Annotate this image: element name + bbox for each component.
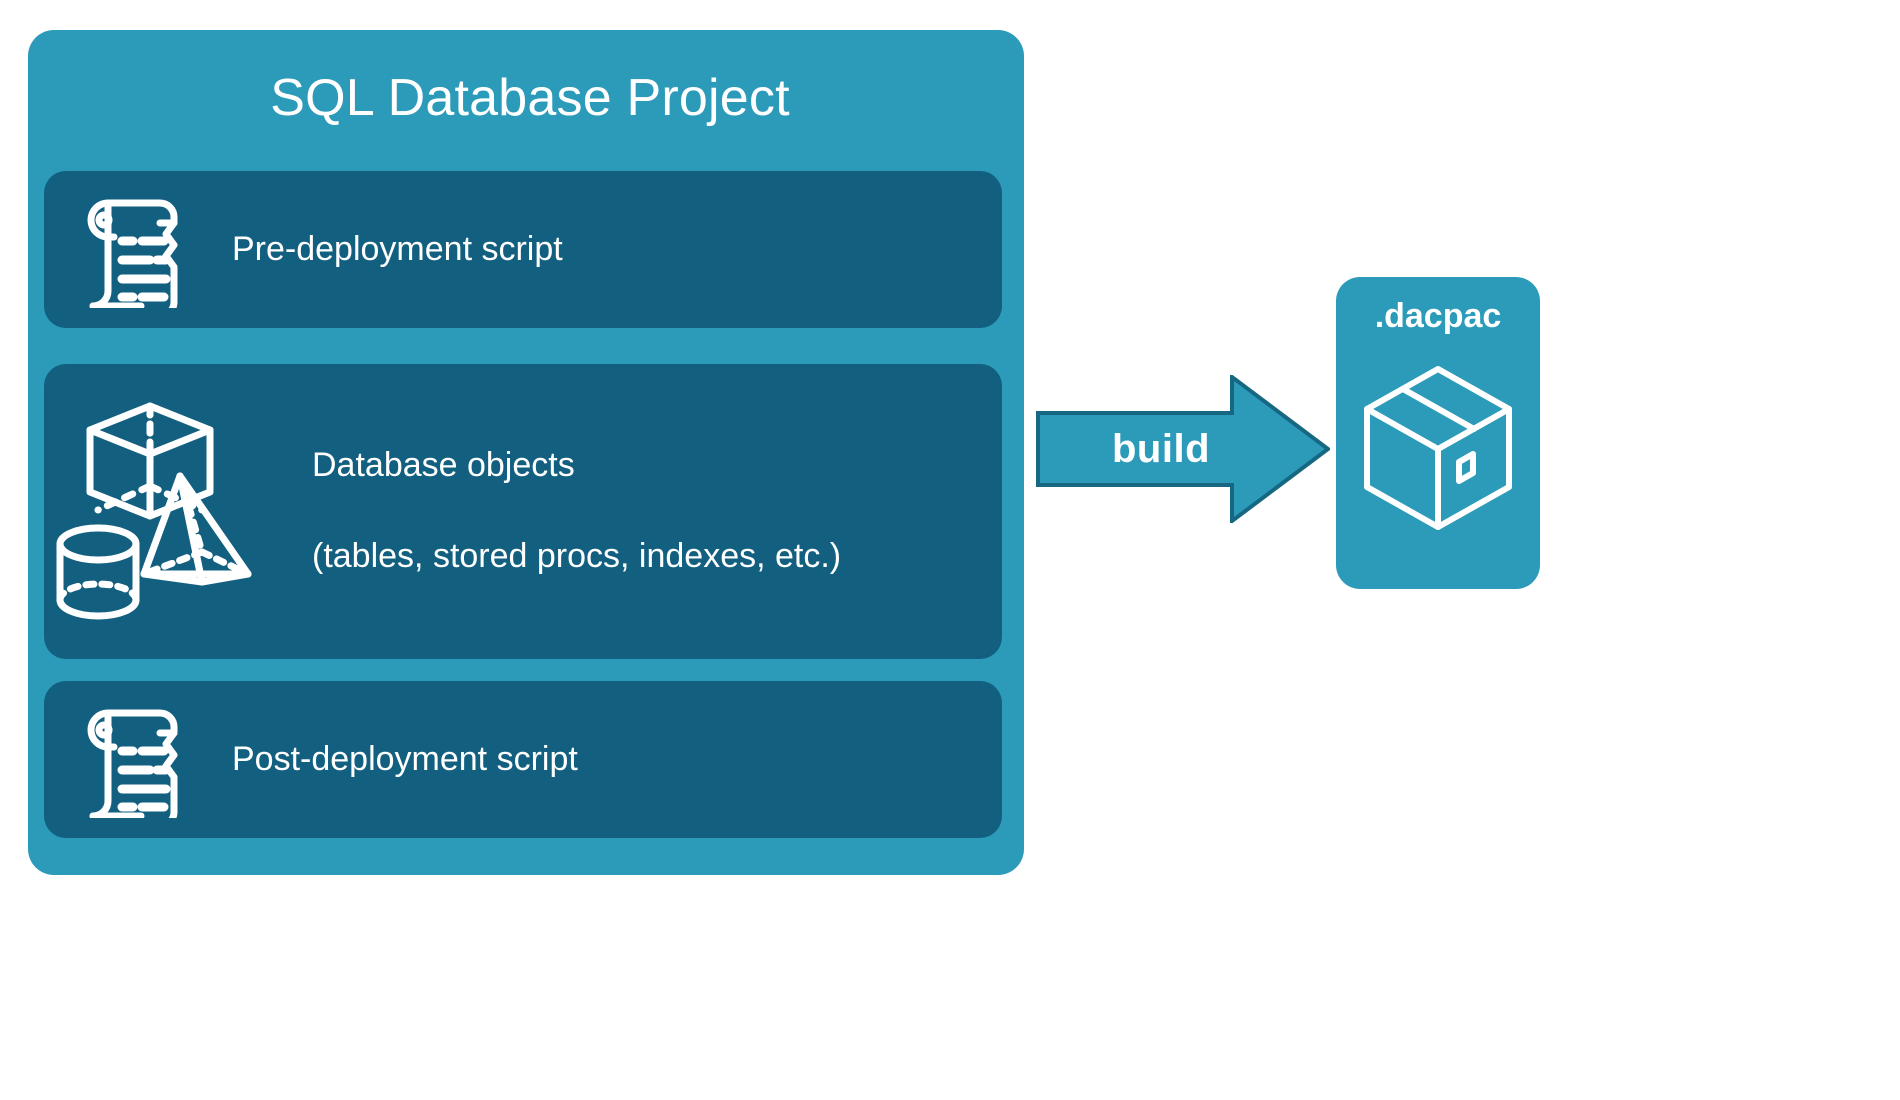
- scroll-icon: [44, 190, 210, 310]
- arrow-right-icon: [1036, 373, 1332, 525]
- panel-database-objects[interactable]: Database objects (tables, stored procs, …: [44, 364, 1002, 659]
- panel-post-deployment-label: Post-deployment script: [232, 739, 578, 778]
- scroll-icon: [44, 700, 210, 820]
- shapes-icon: [44, 392, 312, 632]
- panel-database-objects-label: Database objects (tables, stored procs, …: [312, 397, 841, 626]
- panel-database-objects-line2: (tables, stored procs, indexes, etc.): [312, 537, 842, 576]
- pyramid-shape: [140, 472, 252, 585]
- sql-database-project-card: SQL Database Project: [28, 30, 1024, 875]
- package-box-icon: [1359, 363, 1517, 533]
- cylinder-shape: [56, 524, 140, 619]
- page-title: SQL Database Project: [270, 69, 790, 127]
- dacpac-output-card[interactable]: .dacpac: [1336, 277, 1540, 589]
- panel-pre-deployment-label: Pre-deployment script: [232, 229, 563, 268]
- panel-database-objects-line1: Database objects: [312, 445, 575, 484]
- panel-pre-deployment-script[interactable]: Pre-deployment script: [44, 171, 1002, 328]
- dacpac-title: .dacpac: [1374, 297, 1502, 335]
- panel-post-deployment-script[interactable]: Post-deployment script: [44, 681, 1002, 838]
